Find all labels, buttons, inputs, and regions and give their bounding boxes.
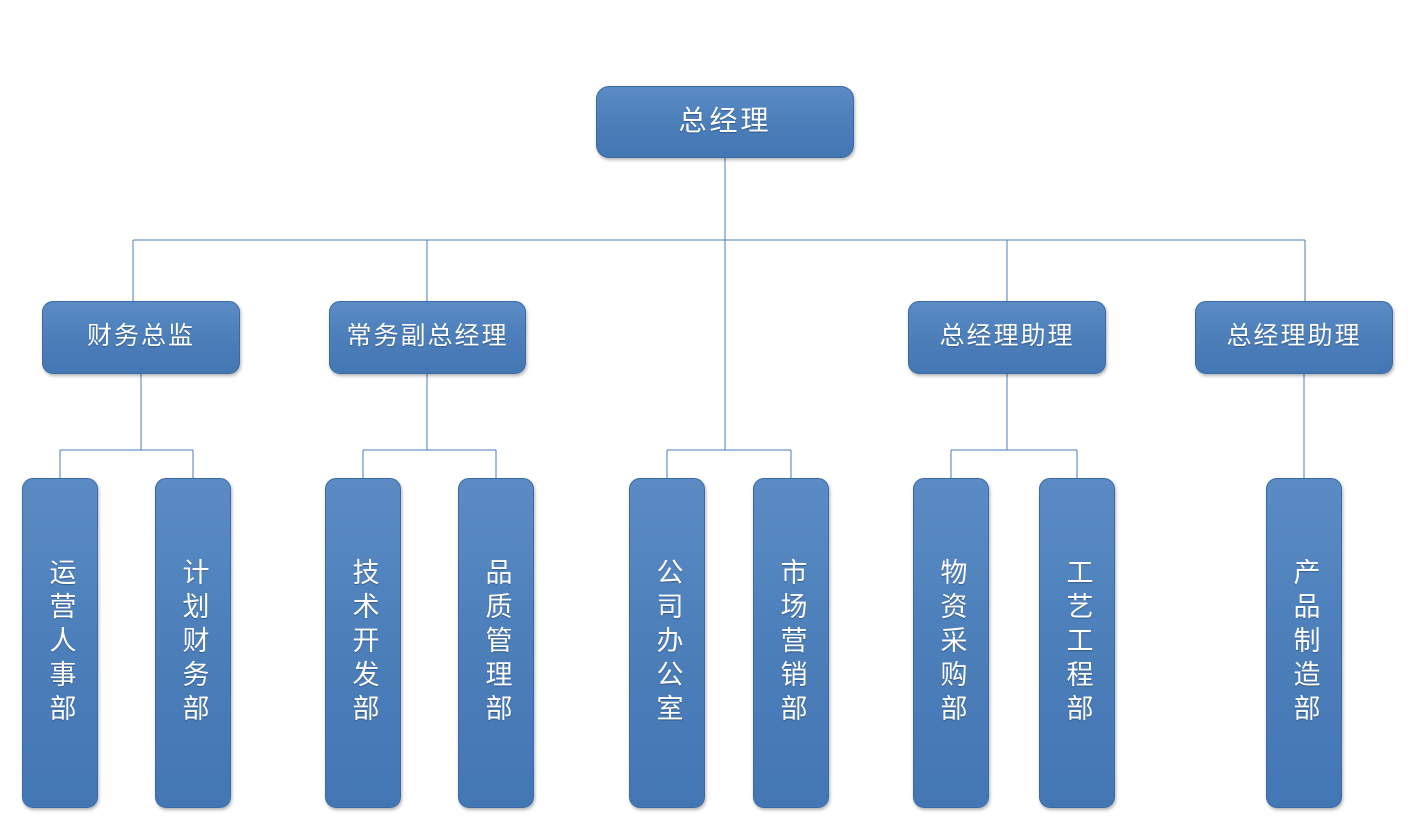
org-node-dept-operations-hr[interactable]: 运营人事部 <box>22 478 98 808</box>
org-node-label: 运营人事部 <box>45 558 76 728</box>
org-node-cfo[interactable]: 财务总监 <box>42 301 240 374</box>
org-node-label: 品质管理部 <box>481 558 512 728</box>
org-node-label: 物资采购部 <box>936 558 967 728</box>
org-node-label: 公司办公室 <box>652 558 683 728</box>
org-node-dept-planning-finance[interactable]: 计划财务部 <box>155 478 231 808</box>
org-node-gm-assistant-2[interactable]: 总经理助理 <box>1195 301 1393 374</box>
org-node-label: 总经理助理 <box>1226 323 1362 351</box>
org-node-dept-marketing[interactable]: 市场营销部 <box>753 478 829 808</box>
org-node-label: 计划财务部 <box>178 558 209 728</box>
org-node-label: 总经理助理 <box>939 323 1075 351</box>
org-node-dept-process-engineering[interactable]: 工艺工程部 <box>1039 478 1115 808</box>
org-node-label: 工艺工程部 <box>1062 558 1093 728</box>
org-node-gm-assistant-1[interactable]: 总经理助理 <box>908 301 1106 374</box>
org-node-dept-quality-management[interactable]: 品质管理部 <box>458 478 534 808</box>
org-node-gm[interactable]: 总经理 <box>596 86 854 158</box>
org-node-label: 常务副总经理 <box>346 323 509 351</box>
org-node-label: 总经理 <box>678 105 772 137</box>
org-node-dept-company-office[interactable]: 公司办公室 <box>629 478 705 808</box>
org-node-label: 产品制造部 <box>1289 558 1320 728</box>
org-node-label: 技术开发部 <box>348 558 379 728</box>
org-node-dept-manufacturing[interactable]: 产品制造部 <box>1266 478 1342 808</box>
org-node-dept-tech-development[interactable]: 技术开发部 <box>325 478 401 808</box>
org-node-label: 市场营销部 <box>776 558 807 728</box>
org-node-label: 财务总监 <box>86 323 195 351</box>
org-node-exec-vp[interactable]: 常务副总经理 <box>329 301 526 374</box>
org-node-dept-procurement[interactable]: 物资采购部 <box>913 478 989 808</box>
